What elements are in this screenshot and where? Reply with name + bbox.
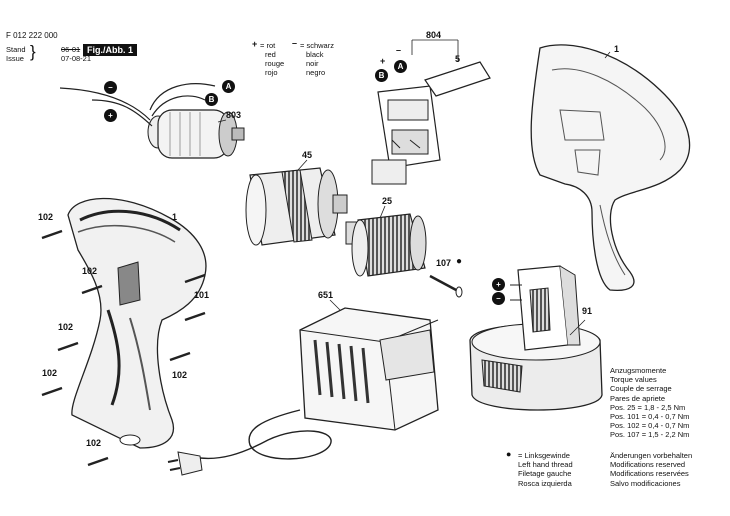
- screws-102: [41, 229, 206, 467]
- brace-symbol: }: [30, 42, 36, 61]
- gearbox-45: [245, 167, 348, 246]
- part-102-a: 102: [38, 212, 54, 222]
- battery-91: [469, 265, 603, 411]
- housing-half-left: [67, 197, 207, 449]
- torque-line-7: Pos. 102 = 0,4 - 0,7 Nm: [610, 421, 690, 431]
- part-102-f: 102: [172, 370, 188, 380]
- wire-marker-plus-left: +: [104, 109, 117, 122]
- part-5: 5: [455, 54, 461, 64]
- wire-marker-b-left: B: [205, 93, 218, 106]
- torque-values: Anzugsmomente Torque values Couple de se…: [610, 366, 689, 440]
- part-651: 651: [318, 290, 334, 300]
- part-101: 101: [194, 290, 210, 300]
- stand-date: 06-01: [61, 45, 81, 54]
- motor-803: [59, 83, 245, 159]
- part-107: 107: [436, 258, 452, 268]
- part-102-e: 102: [86, 438, 102, 448]
- torque-line-3: Couple de serrage: [610, 384, 672, 394]
- slide-5: [424, 61, 491, 97]
- minus-line-2: noir: [306, 59, 319, 68]
- torque-line-5: Pos. 25 = 1,8 - 2,5 Nm: [610, 402, 686, 412]
- part-102-d: 102: [42, 368, 58, 378]
- stand-label: Stand: [6, 45, 26, 54]
- plus-line-3: rojo: [265, 68, 278, 77]
- torque-line-8: Pos. 107 = 1,5 - 2,2 Nm: [610, 430, 690, 440]
- part-1-right: 1: [614, 44, 620, 54]
- doc-number: F 012 222 000: [6, 31, 58, 40]
- plus-line-1: red: [265, 50, 276, 59]
- thread-note-bullet: ●: [506, 449, 512, 459]
- leader-lines: [217, 39, 611, 336]
- screw-107: [429, 274, 463, 298]
- modifications-line-3: Modifications reservées: [610, 469, 689, 479]
- modifications-line-4: Salvo modificaciones: [610, 478, 681, 488]
- part-102-b: 102: [82, 266, 98, 276]
- modifications-note: Änderungen vorbehalten Modifications res…: [610, 451, 692, 488]
- thread-note: = Linksgewinde Left hand thread Filetage…: [518, 451, 573, 488]
- torque-line-1: Anzugsmomente: [610, 366, 667, 375]
- housing-half-right: [530, 44, 691, 292]
- switch-804: [371, 85, 441, 185]
- modifications-line-2: Modifications reserved: [610, 460, 686, 470]
- part-804: 804: [426, 30, 442, 40]
- plus-eq: = rot: [260, 41, 276, 50]
- part-102-c: 102: [58, 322, 74, 332]
- wire-marker-a-left: A: [222, 80, 235, 93]
- thread-note-line-1: = Linksgewinde: [518, 451, 570, 460]
- part-1-left: 1: [172, 212, 178, 222]
- thread-note-line-3: Filetage gauche: [518, 469, 572, 479]
- switch-minus-sign: –: [396, 45, 402, 55]
- figure-label: Fig./Abb. 1: [83, 44, 137, 56]
- plus-symbol: +: [252, 39, 258, 49]
- battery-minus-marker: –: [492, 292, 505, 305]
- battery-plus-marker: +: [492, 278, 505, 291]
- torque-line-2: Torque values: [610, 375, 657, 385]
- plus-line-2: rouge: [265, 59, 285, 68]
- part-107-bullet: ●: [456, 256, 463, 267]
- wire-marker-b-switch: B: [375, 69, 388, 82]
- part-91: 91: [582, 306, 593, 316]
- minus-line-3: negro: [306, 68, 326, 77]
- wire-marker-a-switch: A: [394, 60, 407, 73]
- torque-line-4: Pares de apriete: [610, 393, 666, 403]
- thread-note-line-2: Left hand thread: [518, 460, 573, 470]
- torque-line-6: Pos. 101 = 0,4 - 0,7 Nm: [610, 412, 690, 422]
- thread-note-line-4: Rosca izquierda: [518, 478, 572, 488]
- part-803: 803: [226, 110, 242, 120]
- minus-line-1: black: [306, 50, 324, 59]
- part-25: 25: [382, 196, 393, 206]
- minus-symbol: –: [292, 38, 298, 48]
- part-45: 45: [302, 150, 313, 160]
- wire-marker-minus-left: –: [104, 81, 117, 94]
- charger-651: [167, 307, 439, 476]
- minus-eq: = schwarz: [300, 41, 334, 50]
- issue-label: Issue: [6, 54, 24, 63]
- chuck-25: [345, 213, 427, 277]
- switch-plus-sign: +: [380, 56, 386, 66]
- issue-date: 07-08-21: [61, 54, 92, 63]
- modifications-line-1: Änderungen vorbehalten: [610, 451, 693, 460]
